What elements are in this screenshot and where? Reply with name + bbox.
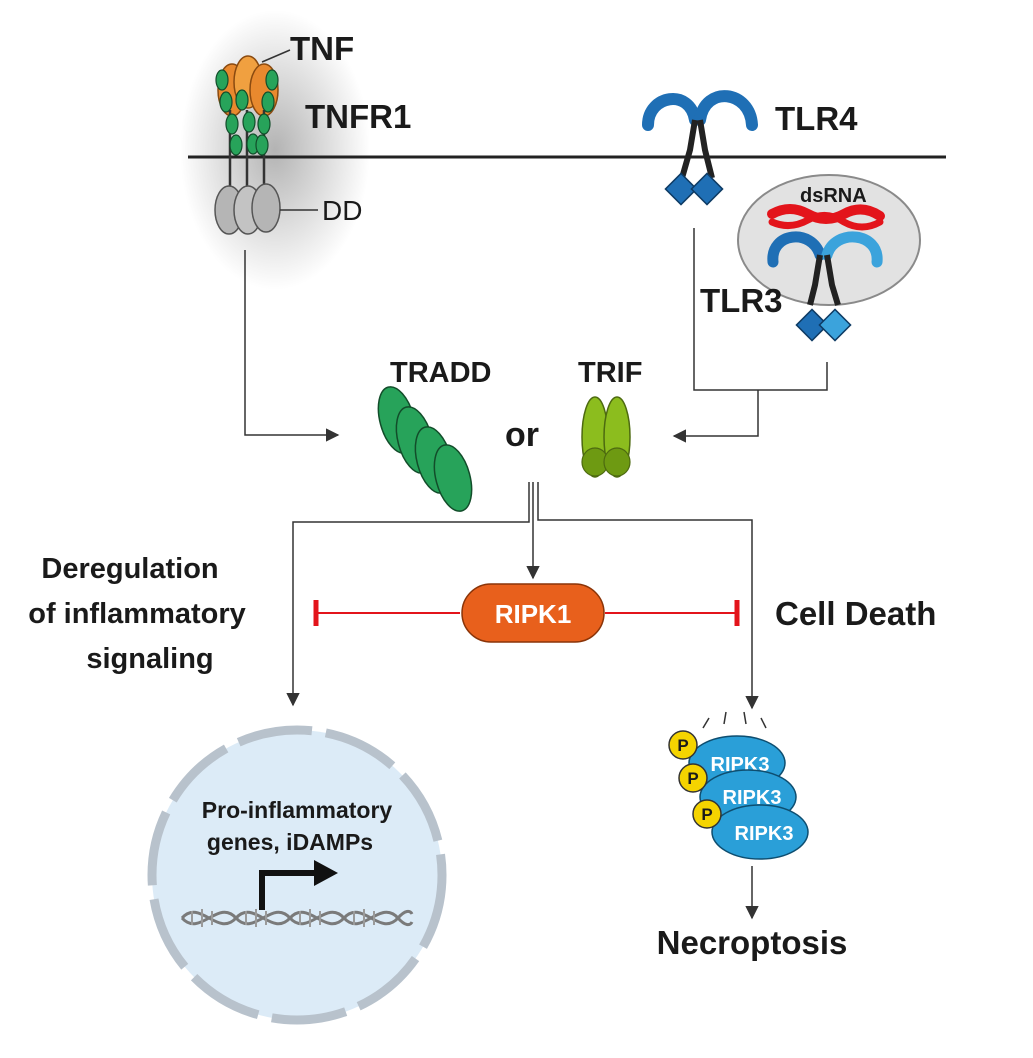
tlr4-label: TLR4 bbox=[775, 100, 858, 137]
tnf-label: TNF bbox=[290, 30, 354, 67]
tlr4-to-trif-line bbox=[693, 228, 828, 391]
phospho-label-2: P bbox=[687, 769, 698, 788]
transcription-arrow-head bbox=[314, 860, 338, 886]
or-label: or bbox=[505, 416, 539, 454]
trif-adaptor bbox=[581, 396, 631, 478]
phospho-badge-1 bbox=[668, 730, 698, 760]
death-domains bbox=[214, 183, 281, 235]
necroptosis-label: Necroptosis bbox=[657, 924, 848, 961]
proinflammatory-line1: Pro-inflammatory bbox=[202, 797, 393, 823]
trif-label: TRIF bbox=[578, 357, 642, 389]
dna-double-helix bbox=[180, 909, 414, 927]
dsrna-strand bbox=[767, 204, 885, 231]
ripk3-unit-3 bbox=[711, 804, 809, 860]
activation-rays bbox=[702, 711, 767, 729]
ripk1-label: RIPK1 bbox=[495, 599, 572, 629]
tnfr1-receptor bbox=[215, 69, 279, 200]
dd-label: DD bbox=[322, 195, 362, 226]
tlr4-receptor bbox=[642, 90, 758, 206]
proinflammatory-line2: genes, iDAMPs bbox=[207, 829, 373, 855]
transcription-start-arrow bbox=[259, 870, 318, 910]
tnfr1-label: TNFR1 bbox=[305, 98, 411, 135]
branch-right-line bbox=[537, 482, 759, 710]
tnf-label-leader bbox=[261, 49, 291, 63]
tlr3-label: TLR3 bbox=[700, 282, 783, 319]
tnfr1-to-adaptor-arrow bbox=[244, 250, 340, 442]
tlr3-receptor bbox=[767, 231, 883, 342]
cell-death-label: Cell Death bbox=[775, 595, 936, 632]
phospho-label-3: P bbox=[701, 805, 712, 824]
dsrna-label: dsRNA bbox=[800, 185, 867, 207]
ripk1-node bbox=[461, 583, 605, 643]
deregulation-line3: signaling bbox=[86, 643, 213, 675]
tradd-label: TRADD bbox=[390, 357, 492, 389]
deregulation-line2: of inflammatory bbox=[28, 598, 246, 630]
phospho-label-1: P bbox=[677, 736, 688, 755]
phospho-badge-3 bbox=[692, 799, 722, 829]
branch-left-line bbox=[286, 482, 530, 707]
deregulation-line1: Deregulation bbox=[41, 553, 218, 585]
ripk3-label-2: RIPK3 bbox=[723, 787, 782, 809]
ripk3-oligomer: RIPK3 RIPK3 RIPK3 P P P bbox=[668, 730, 809, 860]
ripk3-label-3: RIPK3 bbox=[735, 823, 794, 845]
tradd-adaptor bbox=[377, 386, 473, 512]
phospho-badge-2 bbox=[678, 763, 708, 793]
tlr-to-trif-arrow bbox=[672, 390, 759, 443]
